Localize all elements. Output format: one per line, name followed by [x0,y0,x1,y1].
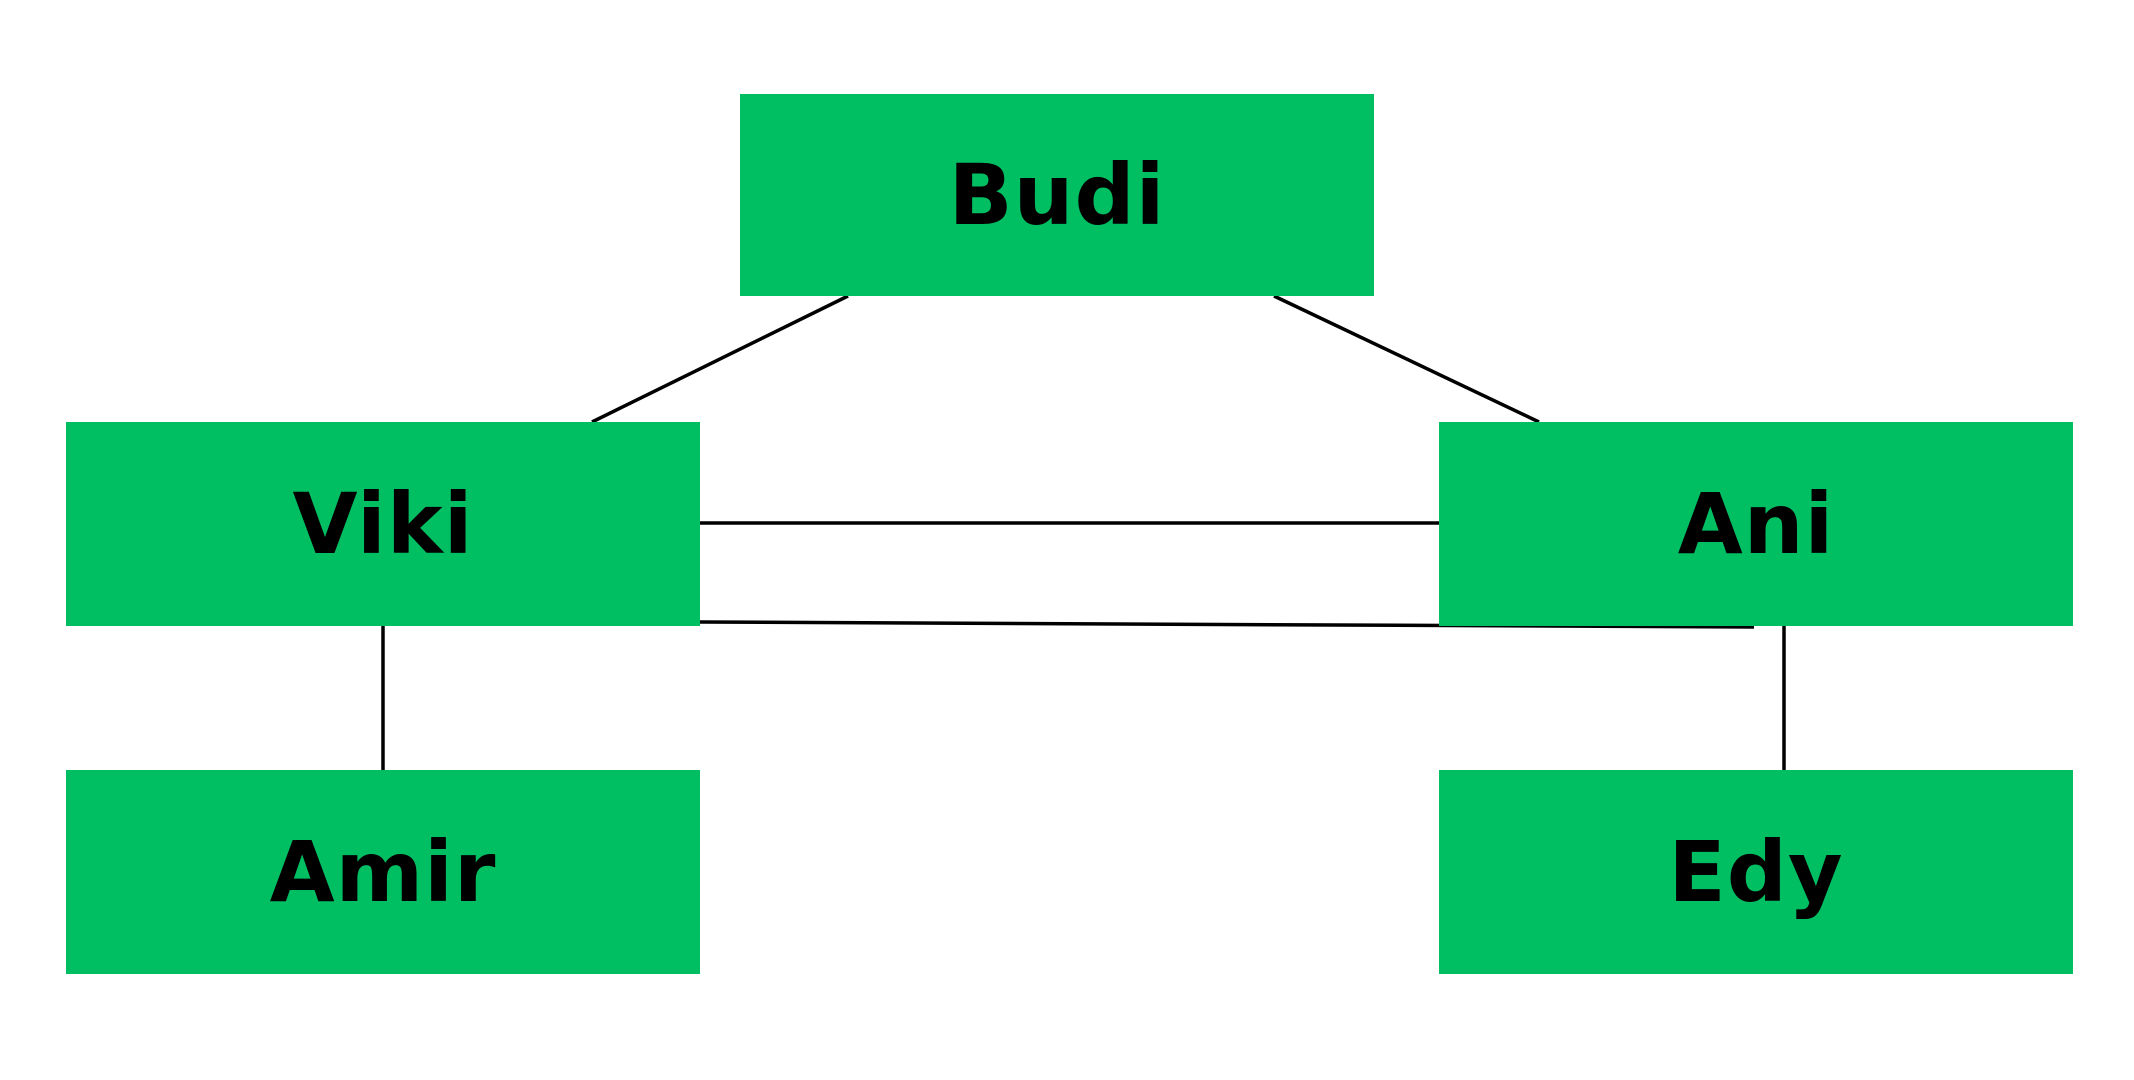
node-edy: Edy [1439,770,2073,974]
node-edy-label: Edy [1668,823,1844,921]
connector-budi-ani [1273,294,1540,424]
node-ani: Ani [1439,422,2073,626]
node-amir: Amir [66,770,700,974]
node-budi: Budi [740,94,1374,296]
node-ani-label: Ani [1677,475,1835,573]
node-budi-label: Budi [948,146,1166,244]
node-viki-label: Viki [292,475,474,573]
connector-budi-viki [591,294,849,424]
node-amir-label: Amir [269,823,497,921]
connector-viki-ani-bottom [699,620,1755,629]
node-viki: Viki [66,422,700,626]
